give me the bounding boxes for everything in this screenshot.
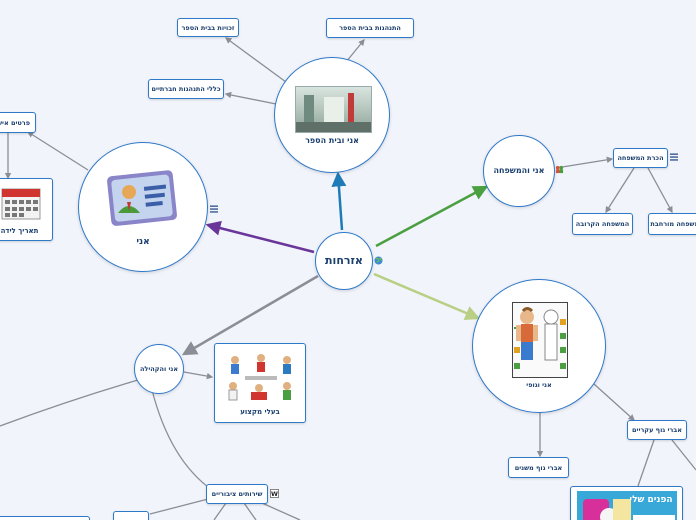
services-child-offscreen[interactable] — [0, 516, 90, 520]
calendar-image — [1, 185, 41, 221]
link-center-body — [373, 272, 481, 321]
globe-icon[interactable] — [374, 256, 383, 268]
me-details-box[interactable]: פרטים אישיים — [0, 112, 36, 133]
link-know-close — [605, 167, 635, 214]
body-node-title: אני וגופי — [526, 381, 552, 389]
services-child-a[interactable] — [113, 511, 149, 520]
school-node[interactable]: אני ובית הספר — [274, 57, 390, 173]
family-node[interactable]: אני והמשפחה — [483, 135, 555, 207]
link-center-school — [331, 171, 347, 231]
link-me-details — [26, 131, 89, 171]
link-community-professions — [183, 371, 214, 380]
my-face-card[interactable]: הפנים שלי — [570, 486, 683, 520]
school-behavior-box[interactable]: התנהגות בבית הספר — [326, 18, 414, 38]
body-secondary-box[interactable]: אברי גוף משנים — [508, 457, 569, 478]
link-school-rights — [224, 37, 287, 83]
link-main-face — [637, 439, 655, 487]
me-node-title: אני — [136, 237, 150, 247]
link-services-b — [213, 502, 227, 520]
school-node-title: אני ובית הספר — [305, 136, 359, 145]
center-node-title: אזרחות — [325, 254, 363, 267]
link-school-rules — [224, 91, 277, 105]
community-node-title: אני והקהילה — [139, 365, 179, 373]
svg-text:W: W — [271, 491, 278, 498]
menu-icon[interactable] — [210, 205, 218, 216]
link-family-know — [555, 156, 614, 169]
school-rights-box[interactable]: זכויות בבית הספר — [177, 18, 239, 37]
link-center-family — [375, 185, 489, 248]
link-community-services — [151, 389, 214, 491]
school-hallway-image — [295, 86, 372, 133]
people-icon — [555, 165, 564, 177]
word-doc-icon[interactable]: W — [270, 489, 279, 501]
center-node[interactable]: אזרחות — [315, 232, 373, 290]
birth-date-card[interactable]: תאריך לידה — [0, 178, 53, 241]
birth-date-caption: תאריך לידה — [0, 227, 39, 235]
body-main-box[interactable]: אברי גוף עקריים — [627, 420, 687, 440]
face-image: הפנים שלי — [577, 491, 677, 520]
link-services-c — [243, 502, 257, 520]
link-community-offscreen — [0, 379, 139, 427]
family-know-box[interactable]: הכרת המשפחה — [613, 148, 668, 168]
link-services-a — [149, 497, 213, 515]
menu-icon[interactable] — [670, 153, 678, 164]
link-center-community — [181, 274, 319, 356]
family-node-title: אני והמשפחה — [493, 166, 545, 175]
id-card-image — [107, 169, 179, 227]
school-rules-box[interactable]: כללי התנהגות חברתיים — [148, 79, 224, 99]
link-school-behavior — [345, 38, 365, 63]
community-node[interactable]: אני והקהילה — [134, 344, 184, 394]
professions-caption: בעלי מקצוע — [240, 408, 280, 416]
link-center-me — [205, 220, 315, 254]
public-services-box[interactable]: שירותים ציבוריים — [206, 484, 268, 504]
link-body-main — [593, 383, 635, 421]
professions-image — [221, 348, 301, 404]
family-close-box[interactable]: המשפחה הקרובה — [572, 213, 633, 235]
link-services-d — [261, 502, 301, 520]
family-extended-box[interactable]: המשפחה מורחבת — [648, 213, 696, 235]
body-node[interactable]: אני וגופי — [472, 279, 606, 413]
link-know-extended — [647, 167, 673, 214]
me-node[interactable]: אני — [78, 142, 208, 272]
face-caption: הפנים שלי — [629, 495, 673, 505]
body-figure-image — [512, 302, 568, 378]
link-main-offscreen — [671, 439, 696, 471]
professions-card[interactable]: בעלי מקצוע — [214, 343, 306, 423]
